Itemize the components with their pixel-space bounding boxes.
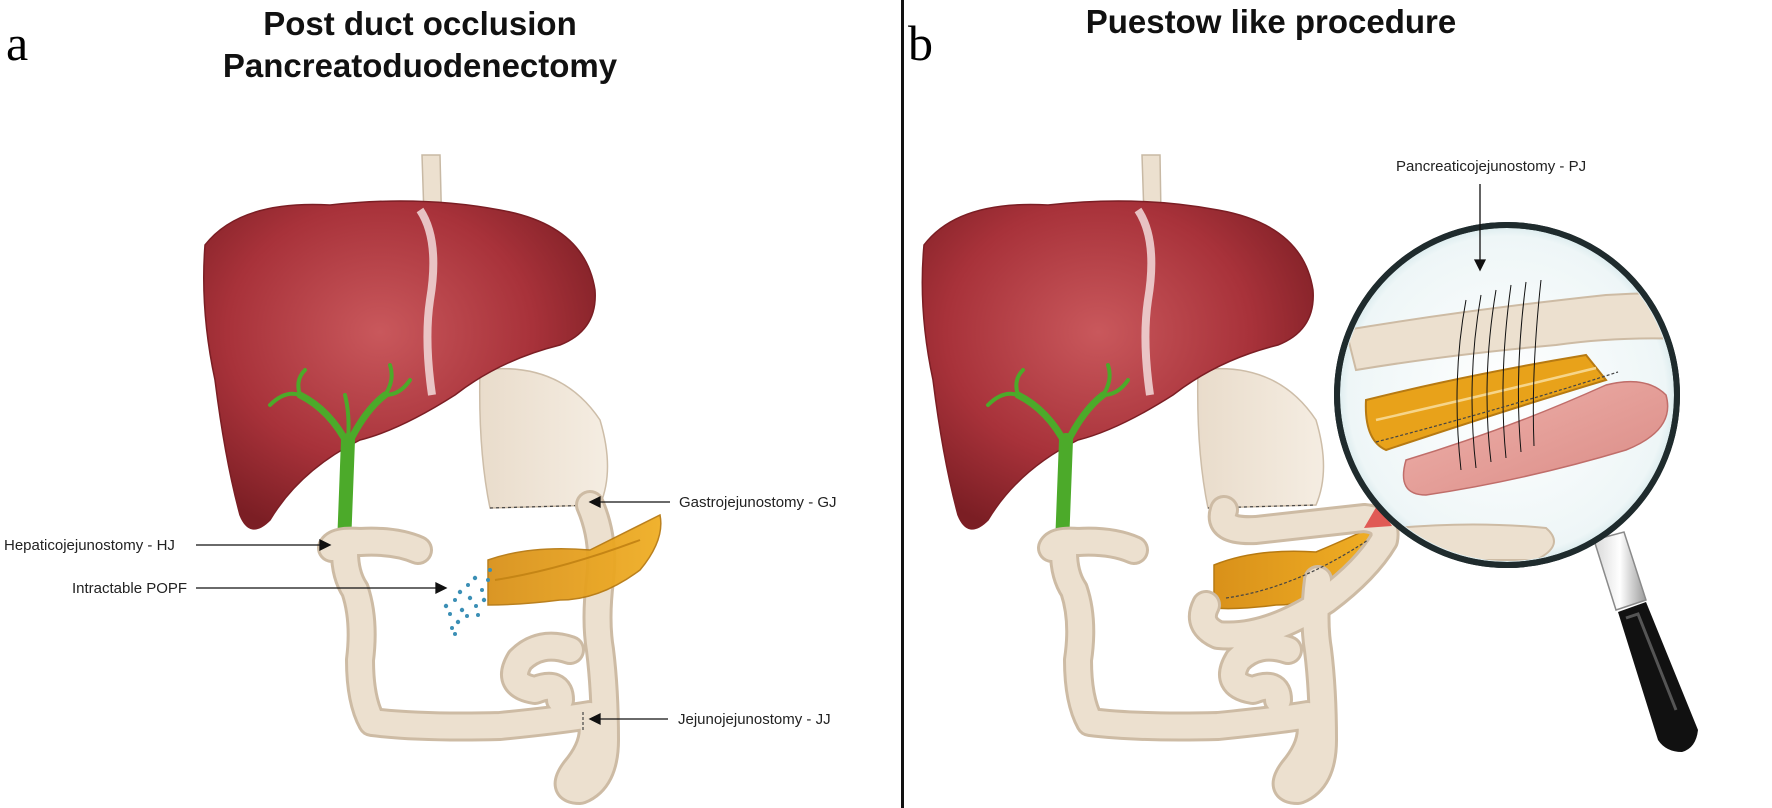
panel-b-letter: b	[908, 15, 933, 71]
liver	[203, 200, 596, 530]
panel-a-title-line2: Pancreatoduodenectomy	[222, 47, 618, 84]
panel-a: a Post duct occlusion Pancreatoduodenect…	[4, 5, 837, 805]
label-pancreaticojejunostomy: Pancreaticojejunostomy - PJ	[1396, 158, 1587, 175]
label-gastrojejunostomy: Gastrojejunostomy - GJ	[679, 494, 837, 511]
pancreatic-duct	[494, 539, 641, 581]
panel-b: b Puestow like procedure	[906, 0, 1772, 808]
panel-b-illustration	[921, 154, 1698, 805]
popf-leak-dots	[443, 568, 492, 636]
label-jejunojejunostomy: Jejunojejunostomy - JJ	[678, 711, 831, 728]
panel-a-illustration	[196, 154, 670, 805]
magnified-pancreas	[1364, 353, 1608, 452]
falciform-ligament	[416, 207, 438, 396]
pj-staple-line	[1225, 539, 1369, 599]
panel-b-leader-line	[1473, 184, 1487, 272]
magnified-pancreatic-duct	[1375, 366, 1597, 422]
liver	[921, 200, 1314, 530]
magnified-bowel-wall	[1402, 380, 1669, 496]
jejunum	[317, 490, 620, 805]
magnified-sutures	[1456, 279, 1542, 471]
panel-b-title: Puestow like procedure	[1085, 3, 1457, 40]
panel-a-title-line1: Post duct occlusion	[263, 5, 577, 42]
stomach-remnant	[1196, 367, 1325, 509]
magnified-staple-line	[1375, 371, 1619, 443]
panel-a-letter: a	[6, 15, 29, 71]
magnifier-lens	[1334, 222, 1680, 568]
label-hepaticojejunostomy: Hepaticojejunostomy - HJ	[4, 537, 175, 554]
stomach-remnant	[478, 367, 609, 509]
label-intractable-popf: Intractable POPF	[72, 580, 188, 597]
panel-a-leader-lines	[196, 495, 670, 726]
magnified-jejunum-upper	[1344, 292, 1673, 372]
magnifier-handle	[1593, 531, 1698, 752]
jejunum	[1037, 495, 1400, 805]
falciform-ligament	[1134, 207, 1156, 396]
panel-divider	[901, 0, 904, 808]
pancreas-remnant	[487, 513, 662, 606]
